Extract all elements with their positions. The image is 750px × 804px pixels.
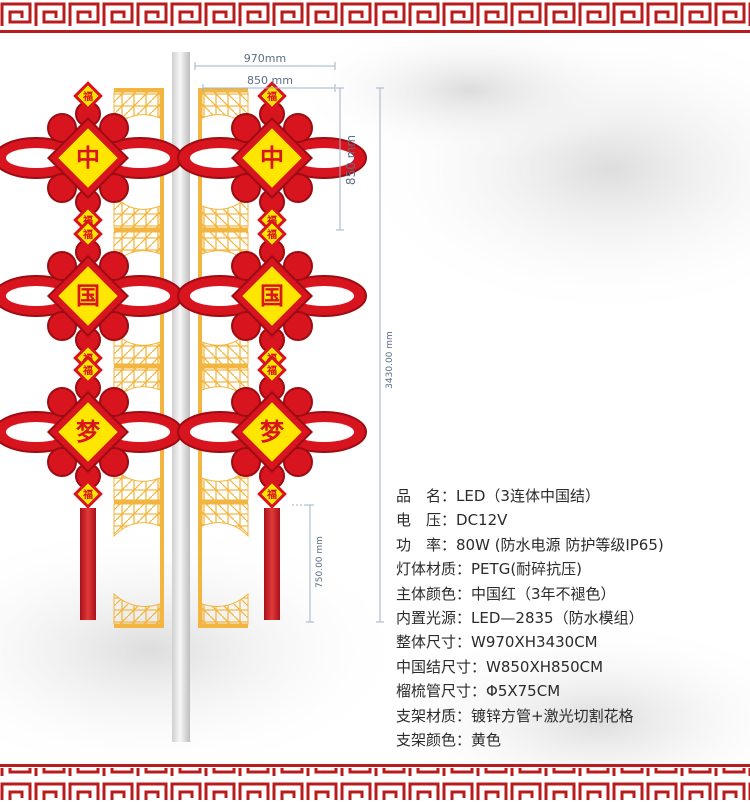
ink-wash-background [0,20,750,804]
spec-value: 黄色 [471,731,502,750]
fu-character: 福 [266,364,277,377]
fu-character: 福 [82,364,93,377]
spec-row-overall-size: 整体尺寸：W970XH3430CM [396,630,746,654]
spec-value: LED—2835（防水模组） [471,609,644,628]
red-tube-right [264,508,280,620]
spec-value: 80W (防水电源 防护等级IP65) [456,535,664,554]
knot-character: 梦 [260,418,285,446]
top-fret-border [0,0,750,30]
spec-row-frame-material: 支架材质：镀锌方管+激光切割花格 [396,704,746,728]
right-bracket-frame-outer [198,88,202,628]
spec-label: 功 率： [396,535,457,554]
spec-value: DC12V [456,511,508,530]
fu-character: 福 [82,488,93,501]
spec-list: 品 名：LED（3连体中国结） 电 压：DC12V 功 率：80W (防水电源 … [396,484,746,752]
spec-value: Φ5X75CM [486,682,561,701]
bottom-border-line [0,764,750,767]
spec-label: 支架材质： [396,706,472,725]
red-tube-left [80,508,96,620]
fu-character: 福 [266,488,277,501]
right-knot-column: 中 福 福 国 福 福 梦 福 福 [176,81,368,620]
spec-label: 品 名： [396,487,457,505]
knot-character: 国 [76,282,100,310]
knot-character: 国 [260,282,284,310]
spec-value: 中国红（3年不褪色） [471,584,616,603]
overall-width-label: 970mm [244,52,286,65]
spec-row-power: 功 率：80W (防水电源 防护等级IP65) [396,533,746,557]
spec-label: 灯体材质： [396,560,472,579]
spec-label: 主体颜色： [396,584,472,603]
left-knot-column: 中 福 福 国 福 福 梦 福 福 [0,81,184,620]
spec-value: LED（3连体中国结） [456,487,600,505]
fu-character: 福 [266,90,277,103]
spec-value: W970XH3430CM [471,633,598,652]
spec-value: W850XH850CM [486,657,604,676]
spec-label: 内置光源： [396,609,472,628]
total-height-label: 3430.00 mm [385,331,395,389]
spec-label: 整体尺寸： [396,633,472,652]
knot-character: 梦 [76,418,101,446]
pole [172,52,190,742]
spec-row-voltage: 电 压：DC12V [396,508,746,532]
fu-character: 福 [82,228,93,241]
top-border-line [0,30,750,33]
spec-label: 支架颜色： [396,731,472,750]
knot-character: 中 [260,144,284,172]
knot-character: 中 [76,144,100,172]
knot-width-label: 850 mm [247,74,293,87]
spec-row-main-color: 主体颜色：中国红（3年不褪色） [396,582,746,606]
fu-character: 福 [266,228,277,241]
knot-meng-right: 梦 福 福 [176,355,368,509]
bottom-fret-border [0,768,750,800]
spec-row-material: 灯体材质：PETG(耐碎抗压) [396,557,746,581]
spec-value: 镀锌方管+激光切割花格 [471,706,634,725]
spec-row-tube-size: 榴梳管尺寸：Φ5X75CM [396,679,746,703]
spec-value: PETG(耐碎抗压) [471,560,583,579]
spec-row-knot-size: 中国结尺寸：W850XH850CM [396,655,746,679]
spec-label: 电 压： [396,511,457,530]
tube-length-label: 750.00 mm [315,536,325,588]
fu-character: 福 [82,90,93,103]
dimension-annotations [194,62,384,623]
knot-height-label: 850 mm [344,135,358,185]
knot-meng-left: 梦 福 福 [0,355,184,509]
spec-label: 中国结尺寸： [396,657,487,676]
spec-row-product-name: 品 名：LED（3连体中国结） [396,484,746,508]
spec-label: 榴梳管尺寸： [396,682,487,701]
spec-row-light-source: 内置光源：LED—2835（防水模组） [396,606,746,630]
spec-row-frame-color: 支架颜色：黄色 [396,728,746,752]
